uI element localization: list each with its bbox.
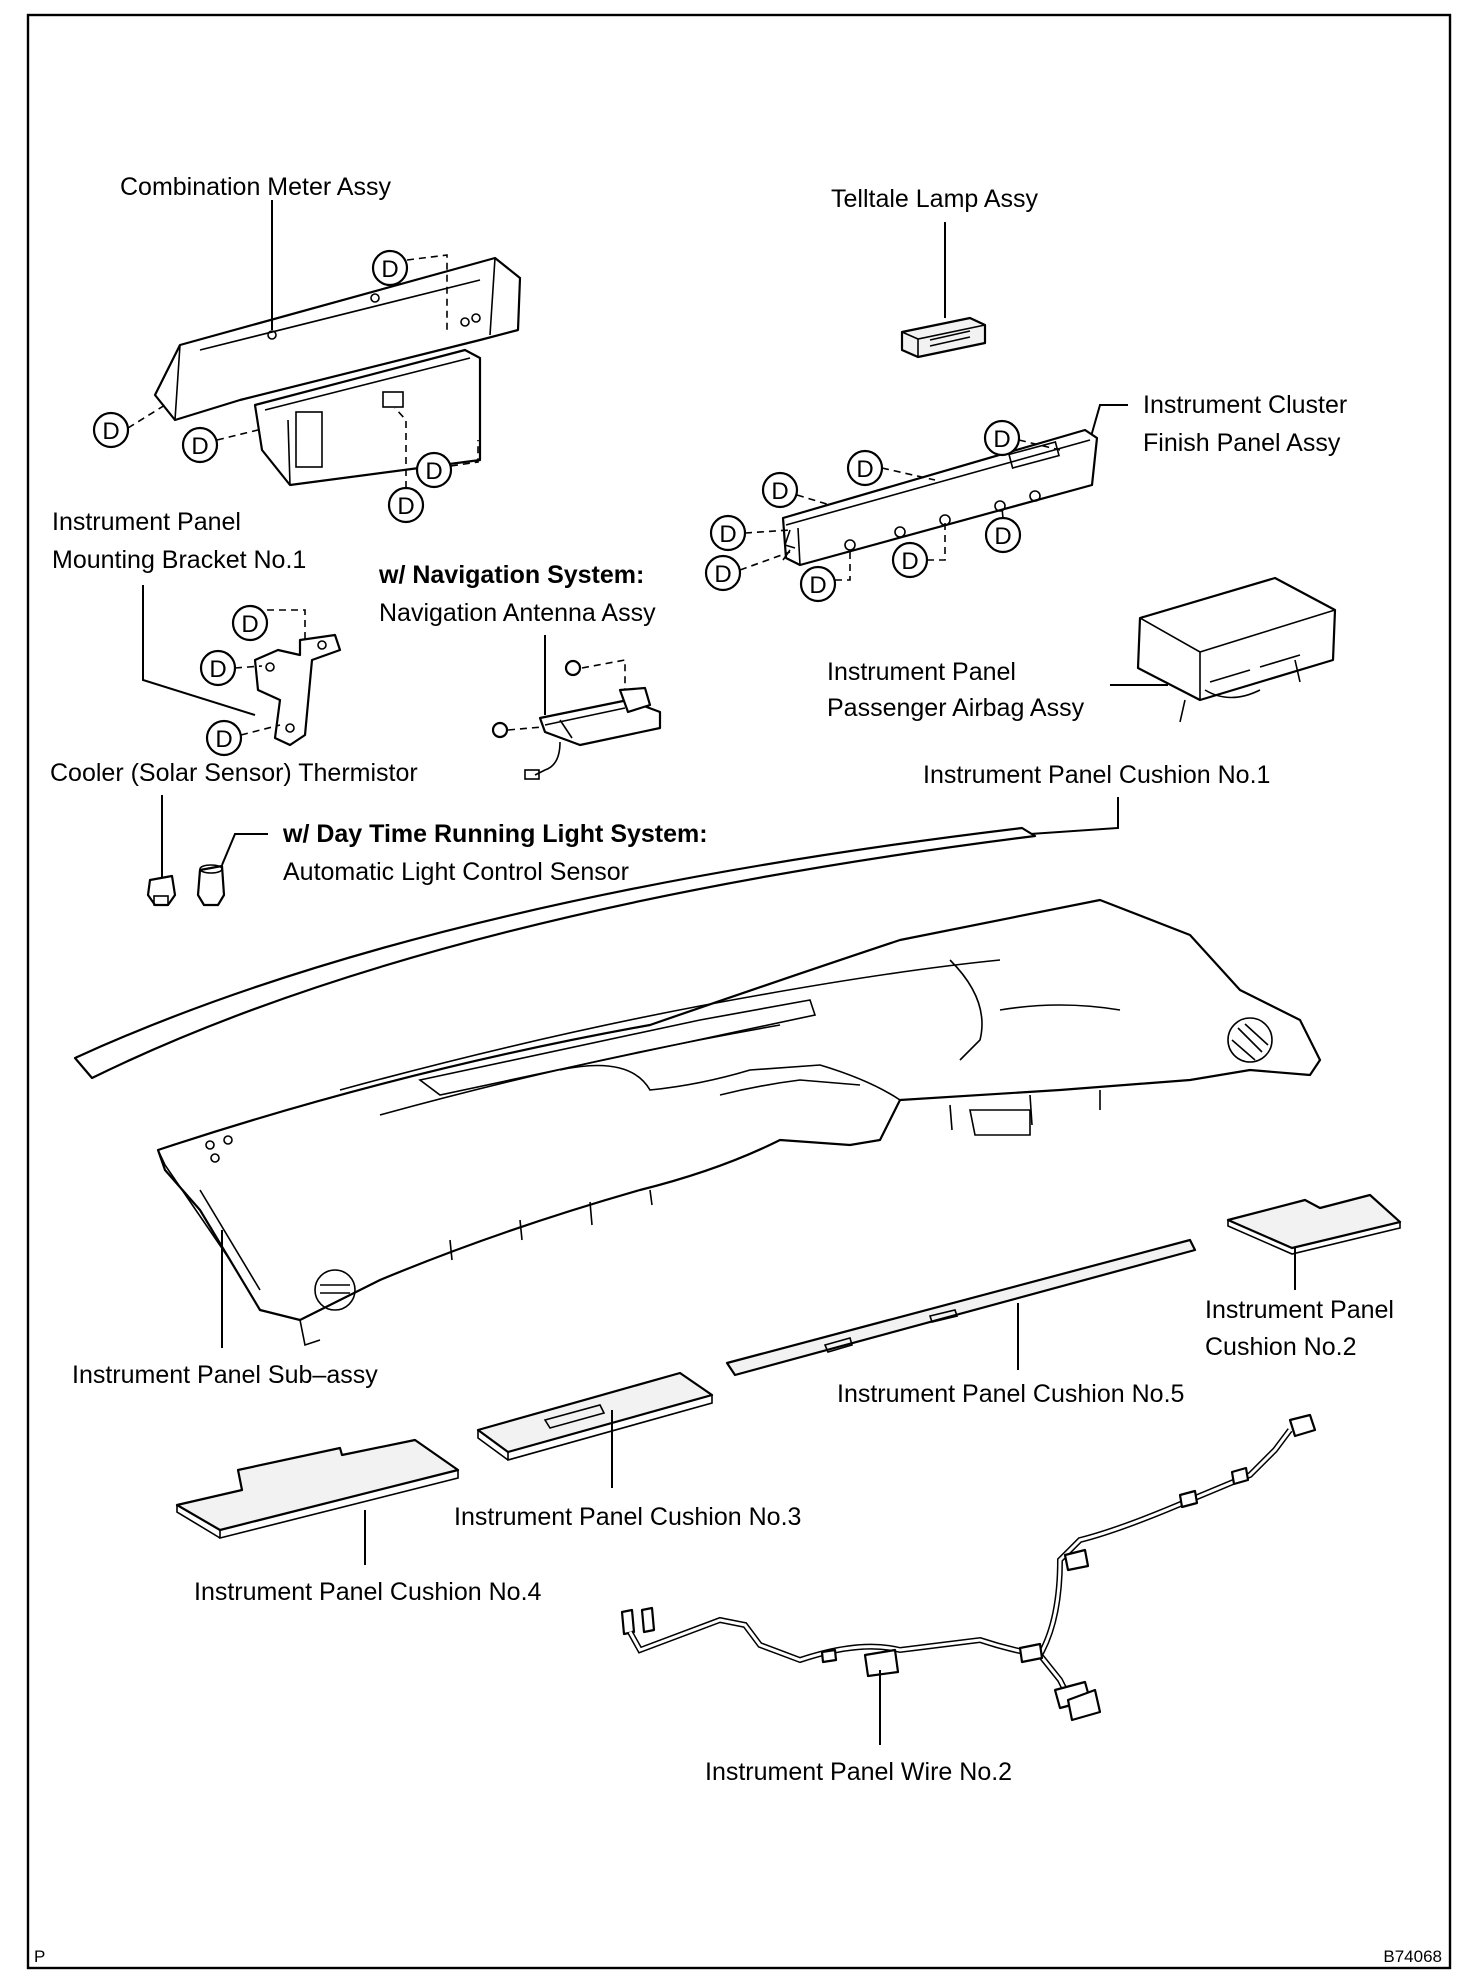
drl-condition-label: w/ Day Time Running Light System: xyxy=(282,820,708,848)
svg-text:D: D xyxy=(381,256,398,283)
clip-marker-d: D xyxy=(387,486,425,524)
clip-marker-d: D xyxy=(205,719,243,757)
clip-marker-d: D xyxy=(983,419,1021,457)
cushion-1-leader xyxy=(1029,797,1119,835)
cushion-4-drawing xyxy=(175,1438,460,1532)
nav-condition-label: w/ Navigation System: xyxy=(378,561,644,589)
clip-marker-d: D xyxy=(799,565,837,603)
cushion-3-label: Instrument Panel Cushion No.3 xyxy=(454,1503,801,1531)
cluster-finish-leader xyxy=(1089,404,1128,441)
cluster-finish-panel-drawing xyxy=(781,428,1099,567)
passenger-airbag-drawing xyxy=(1136,576,1337,723)
telltale-lamp-label: Telltale Lamp Assy xyxy=(831,185,1039,213)
cushion-1-label: Instrument Panel Cushion No.1 xyxy=(923,761,1270,789)
mounting-bracket-leader xyxy=(142,585,256,716)
instrument-panel-sub-assy-drawing xyxy=(156,898,1322,1347)
svg-text:D: D xyxy=(191,433,208,460)
clip-marker-d: D xyxy=(371,249,409,287)
light-sensor-leader xyxy=(221,833,268,866)
svg-text:D: D xyxy=(901,548,918,575)
telltale-lamp-drawing xyxy=(900,316,987,359)
cushion-2-label-2: Cushion No.2 xyxy=(1205,1333,1356,1361)
svg-text:D: D xyxy=(241,611,258,638)
clip-marker-d: D xyxy=(704,554,742,592)
mounting-bracket-label-2: Mounting Bracket No.1 xyxy=(52,546,306,574)
solar-sensor-drawing xyxy=(146,874,177,907)
svg-text:D: D xyxy=(215,726,232,753)
light-sensor-drawing xyxy=(196,864,226,907)
clip-marker-d: D xyxy=(231,604,269,642)
cushion-1-drawing xyxy=(73,826,1037,1080)
clip-marker-d: D xyxy=(984,516,1022,554)
combination-meter-drawing xyxy=(153,256,522,487)
clip-marker-d: D xyxy=(709,514,747,552)
cushion-2-label-1: Instrument Panel xyxy=(1205,1296,1394,1324)
nav-antenna-label: Navigation Antenna Assy xyxy=(379,599,656,627)
airbag-label-1: Instrument Panel xyxy=(827,658,1016,686)
clip-marker-d: D xyxy=(761,471,799,509)
svg-text:D: D xyxy=(993,426,1010,453)
svg-text:D: D xyxy=(425,458,442,485)
svg-text:D: D xyxy=(714,561,731,588)
clip-marker-d: D xyxy=(92,411,130,449)
clip-marker-d: D xyxy=(181,426,219,464)
combination-meter-label: Combination Meter Assy xyxy=(120,173,391,201)
light-sensor-label: Automatic Light Control Sensor xyxy=(283,858,629,886)
mounting-bracket-drawing xyxy=(253,633,342,747)
svg-text:D: D xyxy=(209,656,226,683)
sub-assy-label: Instrument Panel Sub–assy xyxy=(72,1361,378,1389)
svg-text:D: D xyxy=(397,493,414,520)
figure-code: B74068 xyxy=(1383,1947,1442,1966)
cushion-4-label: Instrument Panel Cushion No.4 xyxy=(194,1578,542,1606)
cushion-5-label: Instrument Panel Cushion No.5 xyxy=(837,1380,1184,1408)
cluster-finish-label-1: Instrument Cluster xyxy=(1143,391,1347,419)
clip-marker-d: D xyxy=(415,451,453,489)
nav-antenna-drawing xyxy=(491,659,662,780)
clip-marker-d: D xyxy=(199,649,237,687)
solar-sensor-label: Cooler (Solar Sensor) Thermistor xyxy=(50,759,418,787)
cluster-finish-label-2: Finish Panel Assy xyxy=(1143,429,1341,457)
corner-letter: P xyxy=(34,1947,45,1966)
svg-text:D: D xyxy=(719,521,736,548)
svg-text:D: D xyxy=(856,456,873,483)
svg-text:D: D xyxy=(994,523,1011,550)
diagram-frame xyxy=(26,13,1452,1970)
svg-text:D: D xyxy=(809,572,826,599)
clip-marker-d: D xyxy=(891,541,929,579)
instrument-panel-wire-drawing xyxy=(620,1413,1317,1722)
svg-text:D: D xyxy=(102,418,119,445)
cushion-5-drawing xyxy=(725,1238,1197,1377)
wire-label: Instrument Panel Wire No.2 xyxy=(705,1758,1012,1786)
cushion-2-drawing xyxy=(1226,1193,1402,1250)
svg-text:D: D xyxy=(771,478,788,505)
clip-marker-d: D xyxy=(846,449,884,487)
mounting-bracket-label-1: Instrument Panel xyxy=(52,508,241,536)
airbag-label-2: Passenger Airbag Assy xyxy=(827,694,1085,722)
